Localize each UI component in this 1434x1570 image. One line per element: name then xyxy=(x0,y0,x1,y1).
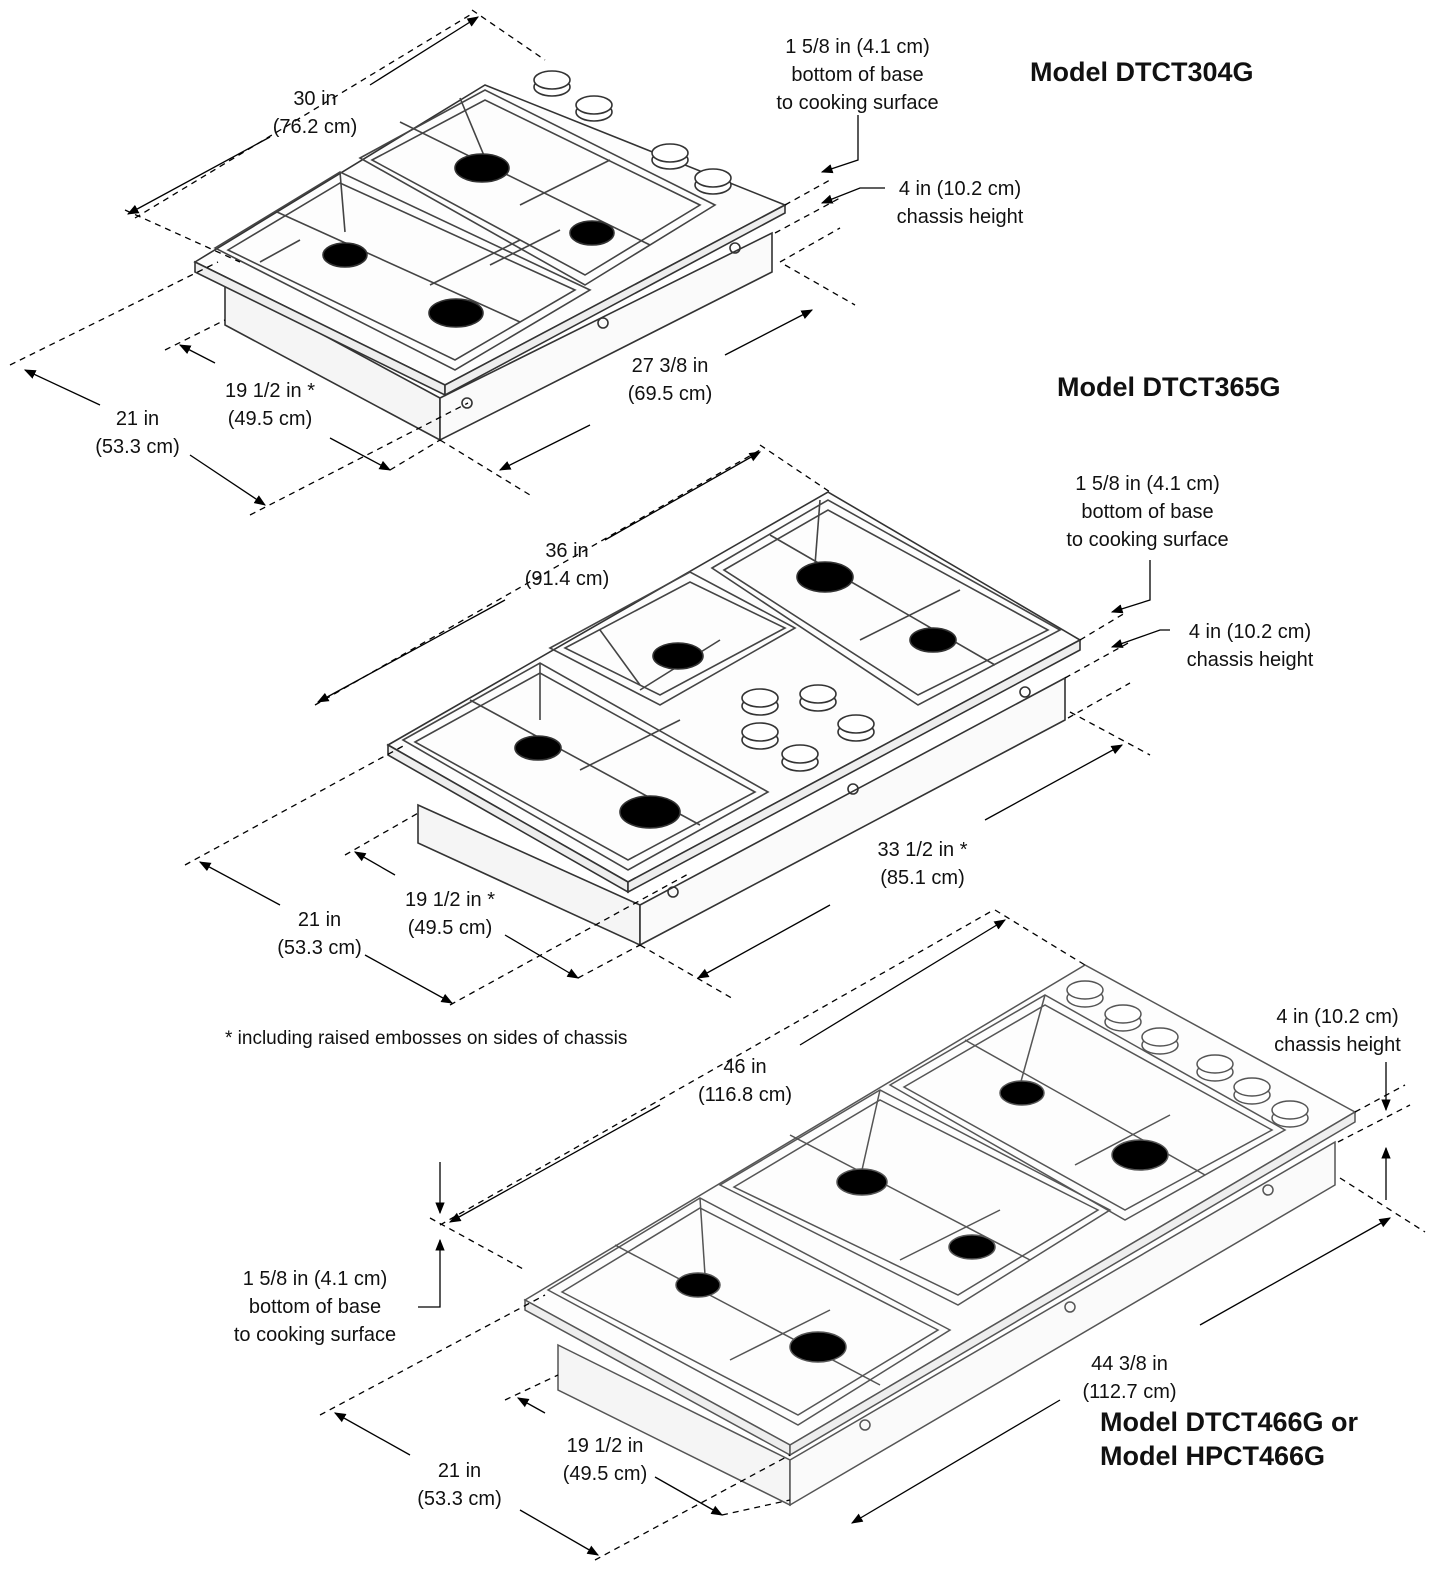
dtct466g-chassis-depth-in: 19 1/2 in xyxy=(566,1435,644,1457)
dtct365g-chassis-depth-in: 19 1/2 in * xyxy=(404,889,496,911)
dtct304g-chassis-width-cm: (69.5 cm) xyxy=(627,383,713,405)
dtct365g-base-line1: 1 5/8 in (4.1 cm) xyxy=(1075,473,1220,495)
burner xyxy=(652,642,704,670)
burner xyxy=(675,1272,721,1298)
cooktop-dtct365g xyxy=(386,491,1082,947)
dtct365g-width-label: 36 in (91.4 cm) xyxy=(502,537,632,593)
dtct365g-depth-cm: (53.3 cm) xyxy=(277,937,362,959)
model-dtct304g-title: Model DTCT304G xyxy=(1030,57,1254,87)
dtct466g-width-cm: (116.8 cm) xyxy=(697,1084,793,1106)
model-466g-line2: Model HPCT466G xyxy=(1100,1441,1326,1471)
dtct365g-base-label: 1 5/8 in (4.1 cm) bottom of base to cook… xyxy=(1040,470,1255,554)
bottom-dimension-lines xyxy=(319,909,1426,1561)
dtct304g-width-cm: (76.2 cm) xyxy=(272,116,358,138)
dtct466g-chassis-width-in: 44 3/8 in xyxy=(1091,1353,1168,1375)
dtct466g-width-in: 46 in xyxy=(723,1056,767,1078)
dtct466g-depth-in: 21 in xyxy=(437,1460,482,1482)
dtct304g-chassis-width-in: 27 3/8 in xyxy=(631,355,709,377)
dtct365g-base-line2: bottom of base xyxy=(1081,501,1214,523)
burner xyxy=(999,1080,1045,1106)
burner xyxy=(909,627,957,653)
burner xyxy=(836,1168,888,1196)
dtct466g-chassis-depth-label: 19 1/2 in (49.5 cm) xyxy=(540,1432,670,1488)
top-dimension-lines xyxy=(9,9,885,516)
control-knobs xyxy=(741,684,875,772)
dtct365g-chassis-width-in: 33 1/2 in * xyxy=(877,839,968,861)
burner xyxy=(569,220,615,246)
dtct466g-chassis-height-line2: chassis height xyxy=(1274,1034,1401,1056)
burner xyxy=(796,561,854,593)
dtct304g-chassis-depth-label: 19 1/2 in * (49.5 cm) xyxy=(205,377,335,433)
dtct466g-base-line1: 1 5/8 in (4.1 cm) xyxy=(242,1268,388,1290)
burner xyxy=(428,298,484,328)
dtct365g-chassis-height-label: 4 in (10.2 cm) chassis height xyxy=(1170,618,1330,674)
dtct365g-chassis-width-label: 33 1/2 in * (85.1 cm) xyxy=(855,836,990,892)
burner xyxy=(514,735,562,761)
dtct365g-chassis-height-line1: 4 in (10.2 cm) xyxy=(1188,621,1312,643)
dtct365g-depth-label: 21 in (53.3 cm) xyxy=(257,906,382,962)
dtct304g-chassis-height-line1: 4 in (10.2 cm) xyxy=(898,178,1022,200)
dtct466g-chassis-height-line1: 4 in (10.2 cm) xyxy=(1276,1006,1399,1028)
dtct304g-base-label: 1 5/8 in (4.1 cm) bottom of base to cook… xyxy=(750,33,965,117)
dtct365g-chassis-width-cm: (85.1 cm) xyxy=(880,867,965,889)
dtct365g-chassis-height-line2: chassis height xyxy=(1186,649,1314,671)
dtct304g-chassis-height-label: 4 in (10.2 cm) chassis height xyxy=(880,175,1040,231)
dtct304g-depth-cm: (53.3 cm) xyxy=(95,436,180,458)
dtct466g-chassis-height-label: 4 in (10.2 cm) chassis height xyxy=(1255,1003,1420,1059)
middle-dimension-lines xyxy=(184,444,1170,1006)
dtct365g-base-line3: to cooking surface xyxy=(1066,529,1229,551)
burner xyxy=(1111,1139,1169,1171)
burner xyxy=(619,795,681,829)
model-dtct365g-title: Model DTCT365G xyxy=(1057,372,1281,402)
dtct304g-depth-in: 21 in xyxy=(115,408,160,430)
burner xyxy=(789,1331,847,1363)
dtct466g-base-label: 1 5/8 in (4.1 cm) bottom of base to cook… xyxy=(205,1265,425,1349)
dtct304g-width-in: 30 in xyxy=(293,88,337,110)
control-knobs xyxy=(1066,980,1309,1128)
dtct304g-chassis-width-label: 27 3/8 in (69.5 cm) xyxy=(605,352,735,408)
burner xyxy=(454,153,510,183)
dtct365g-chassis-depth-cm: (49.5 cm) xyxy=(407,917,493,939)
burner xyxy=(948,1234,996,1260)
dtct304g-chassis-depth-in: 19 1/2 in * xyxy=(224,380,316,402)
cooktop-dtct304g xyxy=(193,70,787,442)
dtct304g-chassis-height-line2: chassis height xyxy=(896,206,1024,228)
dtct304g-base-line1: 1 5/8 in (4.1 cm) xyxy=(785,36,930,58)
dtct304g-width-label: 30 in (76.2 cm) xyxy=(250,85,380,141)
dtct365g-width-cm: (91.4 cm) xyxy=(524,568,610,590)
cooktop-dtct466g xyxy=(523,964,1357,1507)
dtct466g-base-line2: bottom of base xyxy=(248,1296,382,1318)
model-466g-title: Model DTCT466G or Model HPCT466G xyxy=(1100,1405,1358,1473)
control-knobs xyxy=(533,70,732,195)
dtct466g-chassis-width-cm: (112.7 cm) xyxy=(1082,1381,1177,1403)
grates xyxy=(213,89,717,371)
dtct466g-chassis-depth-cm: (49.5 cm) xyxy=(562,1463,648,1485)
dtct304g-chassis-depth-cm: (49.5 cm) xyxy=(227,408,313,430)
grates xyxy=(401,499,1062,871)
dtct365g-chassis-depth-label: 19 1/2 in * (49.5 cm) xyxy=(385,886,515,942)
dtct466g-depth-cm: (53.3 cm) xyxy=(417,1488,502,1510)
dtct466g-width-label: 46 in (116.8 cm) xyxy=(675,1053,815,1109)
footnote: * including raised embosses on sides of … xyxy=(225,1028,628,1049)
dtct304g-depth-label: 21 in (53.3 cm) xyxy=(75,405,200,461)
dtct466g-base-line3: to cooking surface xyxy=(233,1324,397,1346)
dtct365g-depth-in: 21 in xyxy=(297,909,342,931)
dtct365g-width-in: 36 in xyxy=(545,540,589,562)
dtct304g-base-line2: bottom of base xyxy=(791,64,924,86)
model-466g-line1: Model DTCT466G or xyxy=(1100,1407,1359,1437)
dtct304g-base-line3: to cooking surface xyxy=(776,92,939,114)
dtct466g-chassis-width-label: 44 3/8 in (112.7 cm) xyxy=(1062,1350,1197,1406)
dtct466g-depth-label: 21 in (53.3 cm) xyxy=(397,1457,522,1513)
burner xyxy=(322,242,368,268)
